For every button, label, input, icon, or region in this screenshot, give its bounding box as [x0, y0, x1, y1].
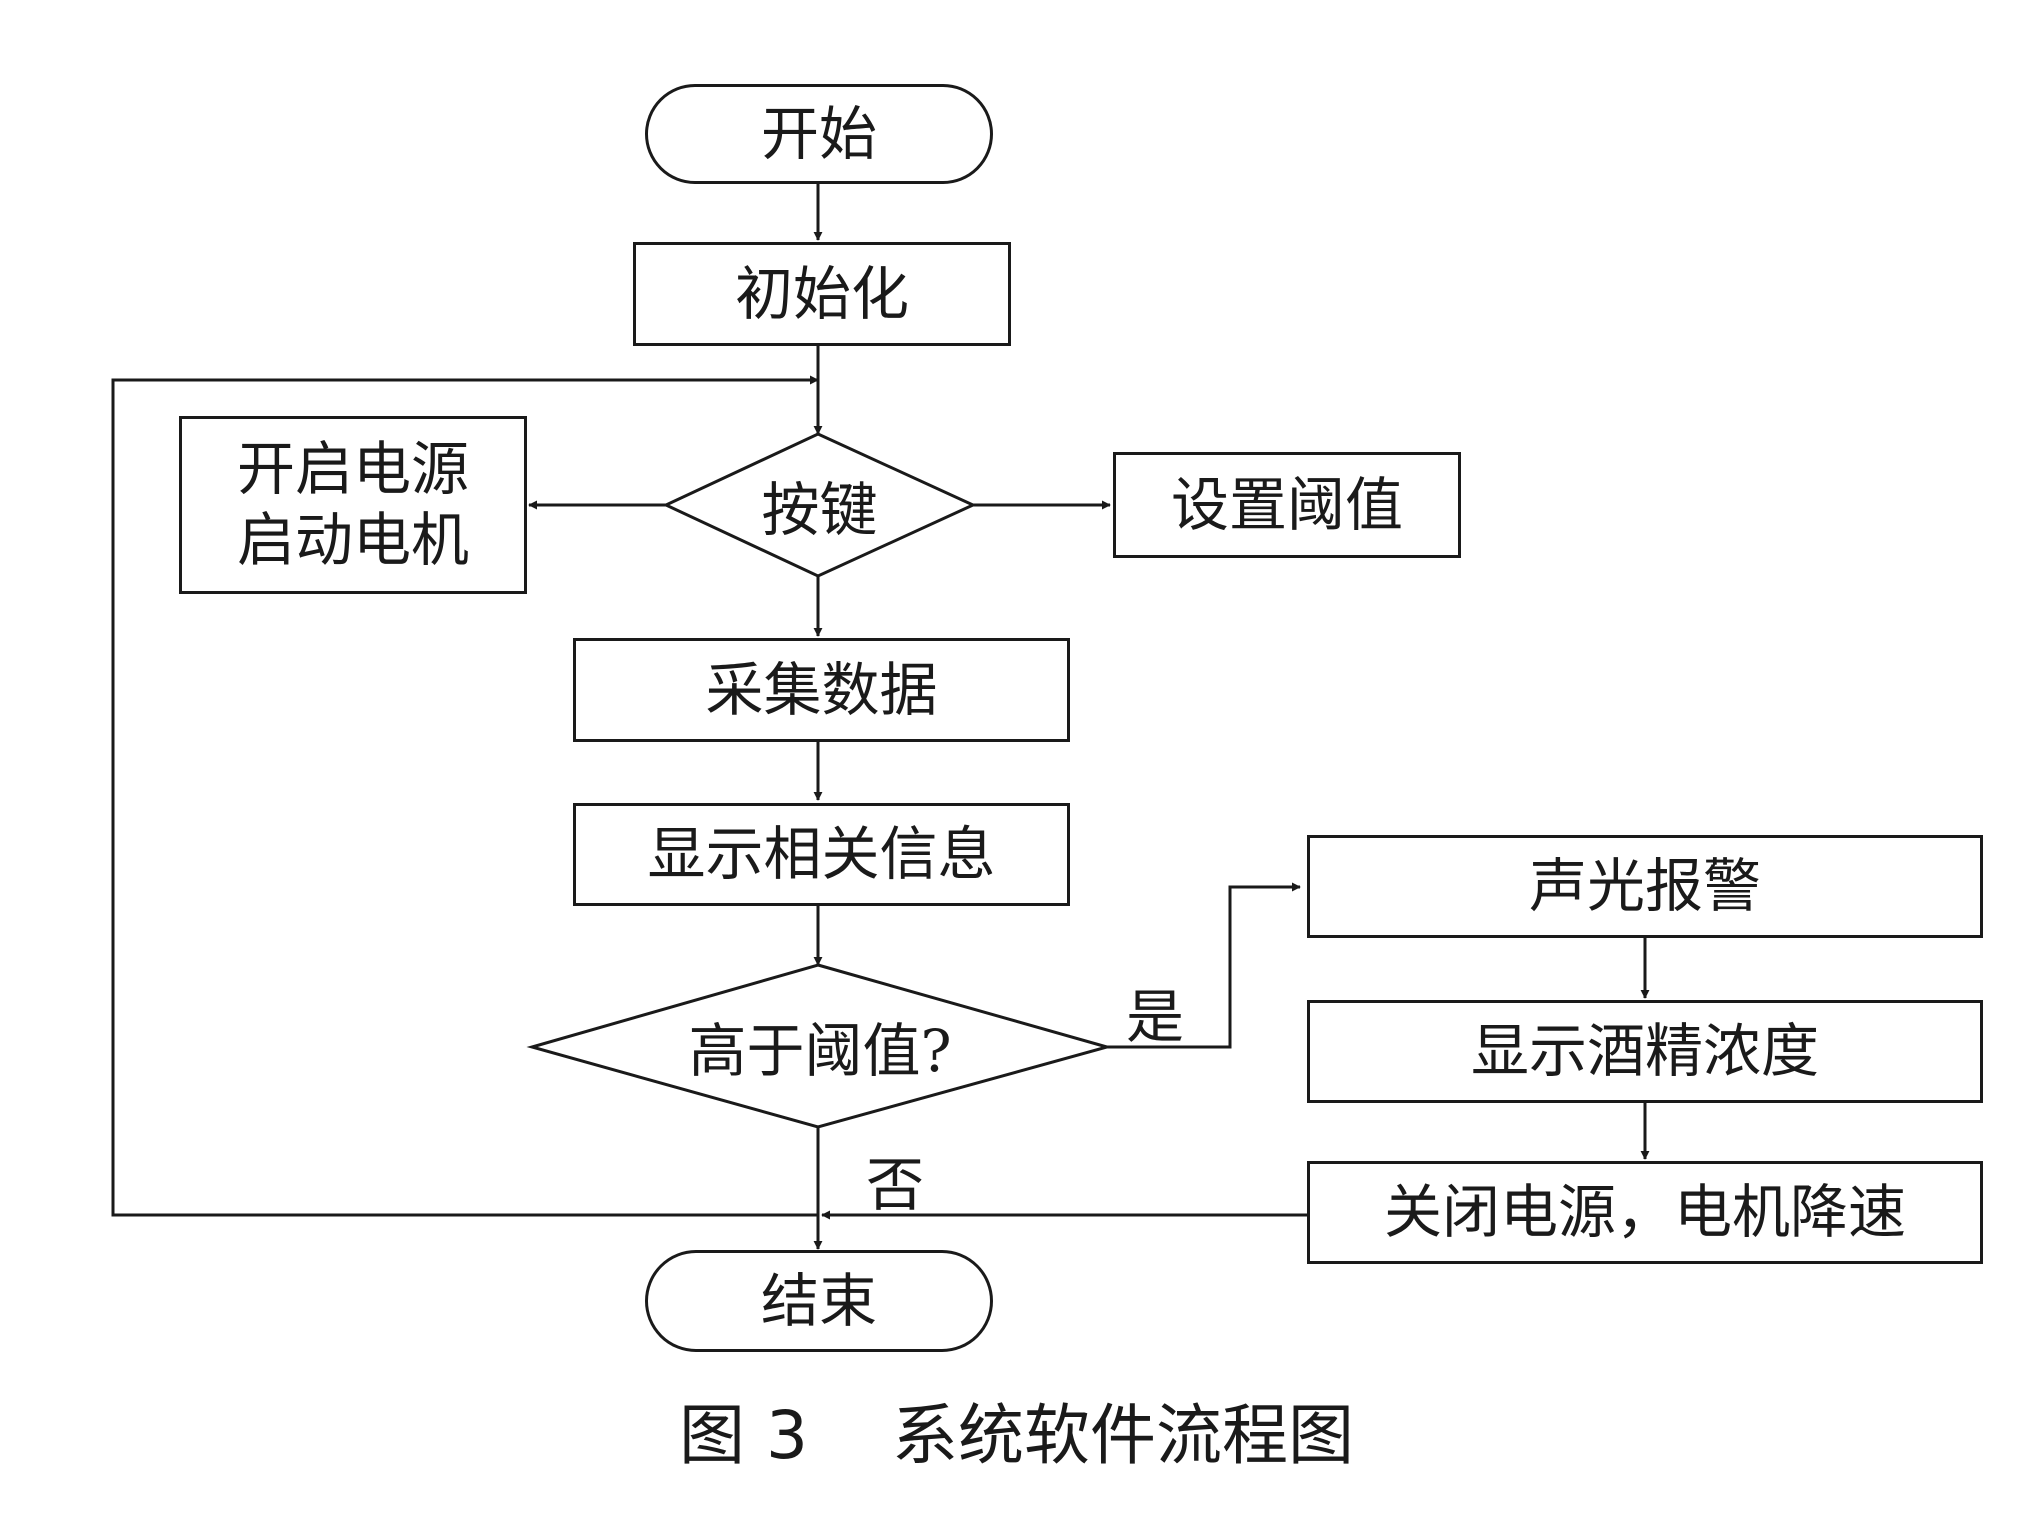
alarm-box: 声光报警 — [1307, 835, 1983, 938]
power-on-label-line2: 启动电机 — [236, 506, 469, 574]
display-info-label: 显示相关信息 — [647, 820, 996, 889]
init-box: 初始化 — [633, 242, 1011, 346]
caption-gap — [808, 1392, 892, 1469]
power-on-label-line1: 开启电源 — [236, 435, 469, 504]
figure-caption: 图 3 系统软件流程图 — [0, 1385, 2033, 1475]
key-label-wrap: 按键 — [666, 434, 973, 576]
power-off-label: 关闭电源，电机降速 — [1383, 1178, 1906, 1247]
yes-label: 是 — [1126, 983, 1185, 1051]
collect-box: 采集数据 — [573, 638, 1070, 742]
key-diamond — [662, 432, 977, 578]
set-threshold-box: 设置阈值 — [1113, 452, 1461, 558]
loop-back-line — [111, 375, 819, 1217]
arrow-yes-to-alarm — [1107, 882, 1301, 1049]
set-threshold-label: 设置阈值 — [1170, 470, 1403, 539]
end-terminal: 结束 — [645, 1250, 993, 1352]
decision-diamond — [526, 963, 1113, 1129]
key-label: 按键 — [761, 476, 878, 544]
decision-label-wrap: 高于阈值? — [560, 965, 1080, 1127]
power-off-box: 关闭电源，电机降速 — [1307, 1161, 1983, 1264]
caption-figure-number: 图 3 — [679, 1397, 809, 1474]
decision-label: 高于阈值? — [688, 1017, 952, 1085]
display-alcohol-label: 显示酒精浓度 — [1470, 1017, 1819, 1086]
power-on-box: 开启电源 启动电机 — [179, 416, 527, 594]
no-label: 否 — [866, 1151, 925, 1219]
display-alcohol-box: 显示酒精浓度 — [1307, 1000, 1983, 1103]
caption-title: 系统软件流程图 — [891, 1397, 1354, 1474]
collect-label: 采集数据 — [705, 655, 938, 724]
end-label: 结束 — [760, 1266, 877, 1335]
display-info-box: 显示相关信息 — [573, 803, 1070, 906]
start-terminal: 开始 — [645, 84, 993, 184]
alarm-label: 声光报警 — [1528, 852, 1761, 921]
init-label: 初始化 — [734, 259, 909, 328]
start-label: 开始 — [760, 99, 877, 168]
